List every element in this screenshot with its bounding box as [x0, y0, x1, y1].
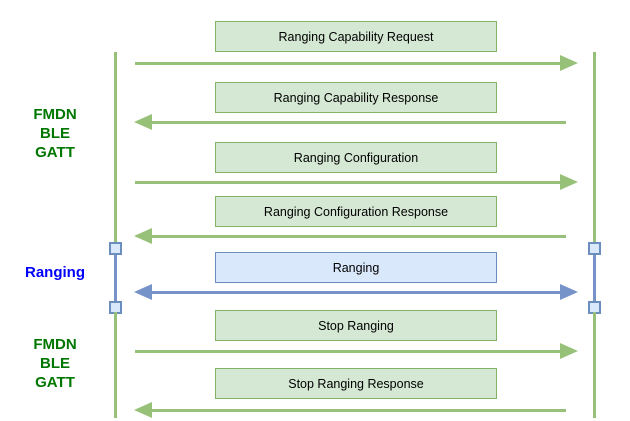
- message-label: Ranging: [332, 260, 380, 275]
- message-box-ranging-capability-request: Ranging Capability Request: [215, 21, 497, 52]
- message-label: Stop Ranging Response: [288, 376, 424, 391]
- arrow-stop-ranging: [135, 343, 578, 359]
- phase-label-fmdn-ble-gatt-bottom: FMDN BLE GATT: [0, 335, 110, 392]
- arrowhead-left-icon: [134, 402, 152, 418]
- phase-label-line: FMDN: [33, 336, 77, 353]
- arrowhead-left-icon: [134, 228, 152, 244]
- message-label: Ranging Configuration Response: [263, 204, 449, 219]
- phase-label-line: BLE: [40, 355, 70, 372]
- arrow-ranging-capability-request: [135, 55, 578, 71]
- arrow-shaft: [152, 120, 566, 124]
- message-label: Stop Ranging: [318, 318, 394, 333]
- right-lifeline-green-bottom: [593, 312, 596, 418]
- arrowhead-right-icon: [560, 55, 578, 71]
- right-activation-square-top: [588, 242, 601, 255]
- arrowhead-left-icon: [134, 284, 152, 300]
- phase-label-line: FMDN: [33, 106, 77, 123]
- arrowhead-right-icon: [560, 284, 578, 300]
- phase-label-line: GATT: [35, 144, 75, 161]
- left-lifeline: [109, 0, 123, 421]
- arrow-stop-ranging-response: [134, 402, 566, 418]
- left-lifeline-green-top: [114, 52, 117, 244]
- arrow-shaft: [135, 61, 560, 65]
- arrow-shaft: [135, 180, 560, 184]
- right-lifeline-green-top: [593, 52, 596, 244]
- message-box-ranging-configuration-response: Ranging Configuration Response: [215, 196, 497, 227]
- arrowhead-right-icon: [560, 174, 578, 190]
- message-label: Ranging Capability Response: [273, 90, 439, 105]
- left-lifeline-blue-segment: [114, 250, 117, 306]
- arrow-shaft: [135, 349, 560, 353]
- message-box-ranging-configuration: Ranging Configuration: [215, 142, 497, 173]
- message-box-stop-ranging-response: Stop Ranging Response: [215, 368, 497, 399]
- message-box-ranging-capability-response: Ranging Capability Response: [215, 82, 497, 113]
- message-label: Ranging Configuration: [293, 150, 419, 165]
- right-lifeline: [588, 0, 602, 421]
- message-box-stop-ranging: Stop Ranging: [215, 310, 497, 341]
- message-label: Ranging Capability Request: [278, 29, 434, 44]
- phase-label-line: Ranging: [25, 264, 85, 281]
- arrow-ranging-bidirectional: [134, 284, 578, 300]
- right-lifeline-blue-segment: [593, 250, 596, 306]
- phase-label-line: BLE: [40, 125, 70, 142]
- arrow-shaft: [152, 408, 566, 412]
- arrowhead-right-icon: [560, 343, 578, 359]
- arrow-ranging-capability-response: [134, 114, 566, 130]
- arrowhead-left-icon: [134, 114, 152, 130]
- arrow-ranging-configuration-response: [134, 228, 566, 244]
- left-lifeline-green-bottom: [114, 312, 117, 418]
- arrow-shaft: [152, 290, 560, 294]
- arrow-shaft: [152, 234, 566, 238]
- message-box-ranging: Ranging: [215, 252, 497, 283]
- phase-label-ranging: Ranging: [0, 263, 110, 282]
- arrow-ranging-configuration: [135, 174, 578, 190]
- phase-label-line: GATT: [35, 374, 75, 391]
- phase-label-fmdn-ble-gatt-top: FMDN BLE GATT: [0, 105, 110, 162]
- left-activation-square-top: [109, 242, 122, 255]
